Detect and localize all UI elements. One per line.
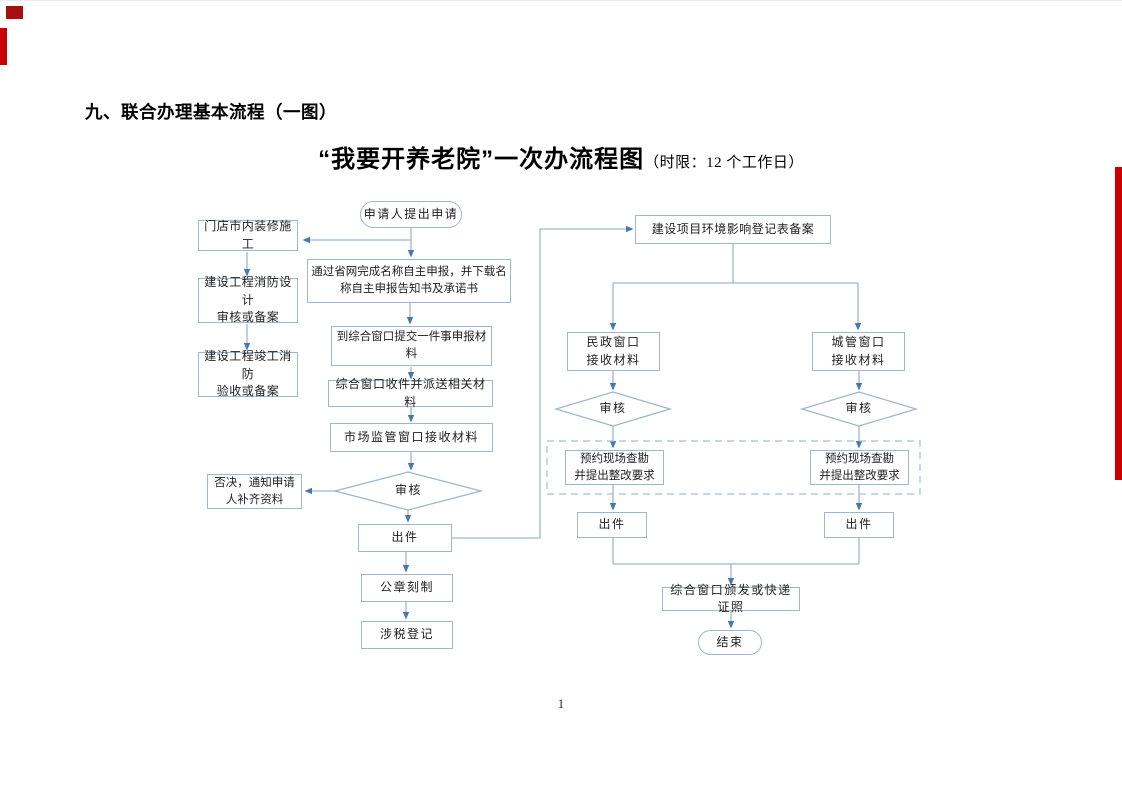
node-issue-civil: 出件 — [577, 512, 647, 538]
node-issue-market: 出件 — [358, 524, 452, 552]
node-start: 申请人提出申请 — [360, 201, 462, 228]
node-reject-notice: 否决，通知申请 人补齐资料 — [207, 474, 302, 509]
node-license-delivery: 综合窗口颁发或快递证照 — [662, 583, 800, 614]
node-review-civil: 审核 — [599, 401, 627, 416]
node-tax-registration: 涉税登记 — [361, 621, 453, 649]
node-urban-window: 城管窗口 接收材料 — [812, 332, 905, 371]
node-site-survey-urban: 预约现场查勘 并提出整改要求 — [810, 450, 909, 485]
node-submit-materials: 到综合窗口提交一件事申报材 料 — [331, 326, 492, 366]
node-civil-window: 民政窗口 接收材料 — [567, 332, 660, 371]
node-review-market: 审核 — [394, 483, 422, 498]
diamond-review-urban — [799, 391, 919, 427]
page-title-main: “我要开养老院”一次办流程图 — [318, 146, 645, 173]
node-env-registration: 建设项目环境影响登记表备案 — [635, 215, 831, 244]
diamond-review-market — [332, 471, 484, 511]
page-title: “我要开养老院”一次办流程图（时限：12 个工作日） — [0, 139, 1122, 174]
node-issue-urban: 出件 — [824, 512, 894, 538]
node-site-survey-civil: 预约现场查勘 并提出整改要求 — [565, 450, 664, 485]
node-fire-design-review: 建设工程消防设计 审核或备案 — [198, 275, 298, 324]
node-name-declaration: 通过省网完成名称自主申报，并下载名 称自主申报告知书及承诺书 — [307, 259, 511, 303]
red-edge-mark-right — [1115, 167, 1122, 480]
node-market-window: 市场监管窗口接收材料 — [330, 423, 493, 452]
section-heading: 九、联合办理基本流程（一图） — [85, 102, 337, 122]
node-review-urban: 审核 — [845, 401, 873, 416]
red-edge-mark-top-left — [6, 6, 23, 19]
node-end: 结束 — [698, 630, 762, 655]
diamond-review-civil — [553, 391, 673, 427]
page-title-note: （时限：12 个工作日） — [644, 155, 804, 171]
node-dispatch-materials: 综合窗口收件并派送相关材料 — [328, 377, 493, 409]
node-renovation: 门店市内装修施工 — [198, 219, 298, 251]
dashed-survey-region — [546, 440, 921, 495]
page-number: 1 — [557, 697, 565, 711]
node-fire-acceptance: 建设工程竣工消防 验收或备案 — [198, 349, 298, 398]
red-edge-mark-left — [0, 28, 7, 65]
node-seal-making: 公章刻制 — [361, 574, 453, 602]
